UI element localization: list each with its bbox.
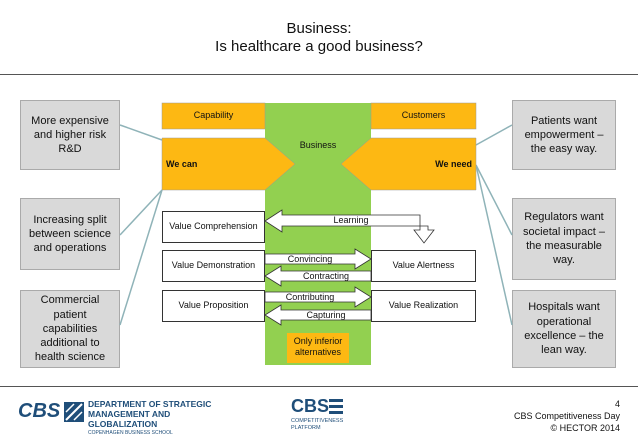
inferior-alternatives-label: Only inferior alternatives xyxy=(293,336,343,357)
contributing-label: Contributing xyxy=(285,292,335,302)
capability-box xyxy=(161,102,266,130)
left-box-commercial: Commercial patient capabilities addition… xyxy=(20,290,120,368)
contracting-label: Contracting xyxy=(302,271,350,281)
platform-bars-icon xyxy=(329,399,343,414)
platform-line-2: PLATFORM xyxy=(291,425,321,432)
platform-line-1: COMPETITIVENESS xyxy=(291,418,344,424)
dept-line-3: COPENHAGEN BUSINESS SCHOOL xyxy=(88,430,173,437)
dept-line-2: MANAGEMENT AND GLOBALIZATION xyxy=(88,408,171,429)
copyright: © HECTOR 2014 xyxy=(550,423,621,434)
right-box-hospitals: Hospitals want operational excellence – … xyxy=(512,290,616,368)
learning-arrow xyxy=(264,209,435,244)
customers-box xyxy=(370,102,477,130)
contracting-arrow xyxy=(264,265,372,287)
we-need-label: We need xyxy=(435,159,472,169)
bottom-divider xyxy=(0,386,638,387)
inferior-alternatives-box xyxy=(287,333,349,363)
cbs-logo-text: CBS xyxy=(18,400,61,422)
connector-right-1 xyxy=(475,124,513,146)
customers-label: Customers xyxy=(401,110,446,120)
left-box-split: Increasing split between science and ope… xyxy=(20,198,120,270)
title-line-1: Business: xyxy=(286,20,352,37)
connector-right-2 xyxy=(475,164,513,236)
platform-logo-text: CBS xyxy=(291,396,330,416)
value-demonstration-box: Value Demonstration xyxy=(162,250,265,282)
right-box-regulators: Regulators want societal impact – the me… xyxy=(512,198,616,280)
connector-lines xyxy=(119,124,513,326)
convincing-arrow xyxy=(264,248,372,270)
title-line-2: Is healthcare a good business? xyxy=(215,38,423,55)
connector-right-3 xyxy=(475,164,513,326)
capability-label: Capability xyxy=(193,110,234,120)
convincing-label: Convincing xyxy=(287,254,333,264)
connector-left-3 xyxy=(119,189,163,326)
we-can-label: We can xyxy=(166,159,198,169)
connector-left-2 xyxy=(119,189,163,236)
learning-label: Learning xyxy=(333,215,369,225)
capturing-arrow xyxy=(264,304,372,326)
top-divider xyxy=(0,74,638,75)
value-proposition-box: Value Proposition xyxy=(162,290,265,322)
cbs-department-logo: CBS DEPARTMENT OF STRATEGIC MANAGEMENT A… xyxy=(18,398,228,437)
value-comprehension-box: Value Comprehension xyxy=(162,211,265,243)
competitiveness-platform-logo: CBS COMPETITIVENESS PLATFORM xyxy=(291,396,351,438)
business-column xyxy=(265,103,371,365)
footer-info: 4 CBS Competitiveness Day © HECTOR 2014 xyxy=(514,398,620,434)
we-need-arrow xyxy=(340,137,477,191)
left-box-rnd: More expensive and higher risk R&D xyxy=(20,100,120,170)
contributing-arrow xyxy=(264,286,372,308)
page-number: 4 xyxy=(614,399,620,409)
value-realization-box: Value Realization xyxy=(371,290,476,322)
right-box-patients: Patients want empowerment – the easy way… xyxy=(512,100,616,170)
value-alertness-box: Value Alertness xyxy=(371,250,476,282)
capturing-label: Capturing xyxy=(306,310,346,320)
business-label: Business xyxy=(299,140,337,150)
cbs-emblem-icon xyxy=(64,402,84,422)
event-name: CBS Competitiveness Day xyxy=(513,411,620,422)
we-can-arrow xyxy=(161,137,296,191)
connector-left-1 xyxy=(119,124,163,141)
dept-line-1: DEPARTMENT OF STRATEGIC xyxy=(88,399,212,409)
